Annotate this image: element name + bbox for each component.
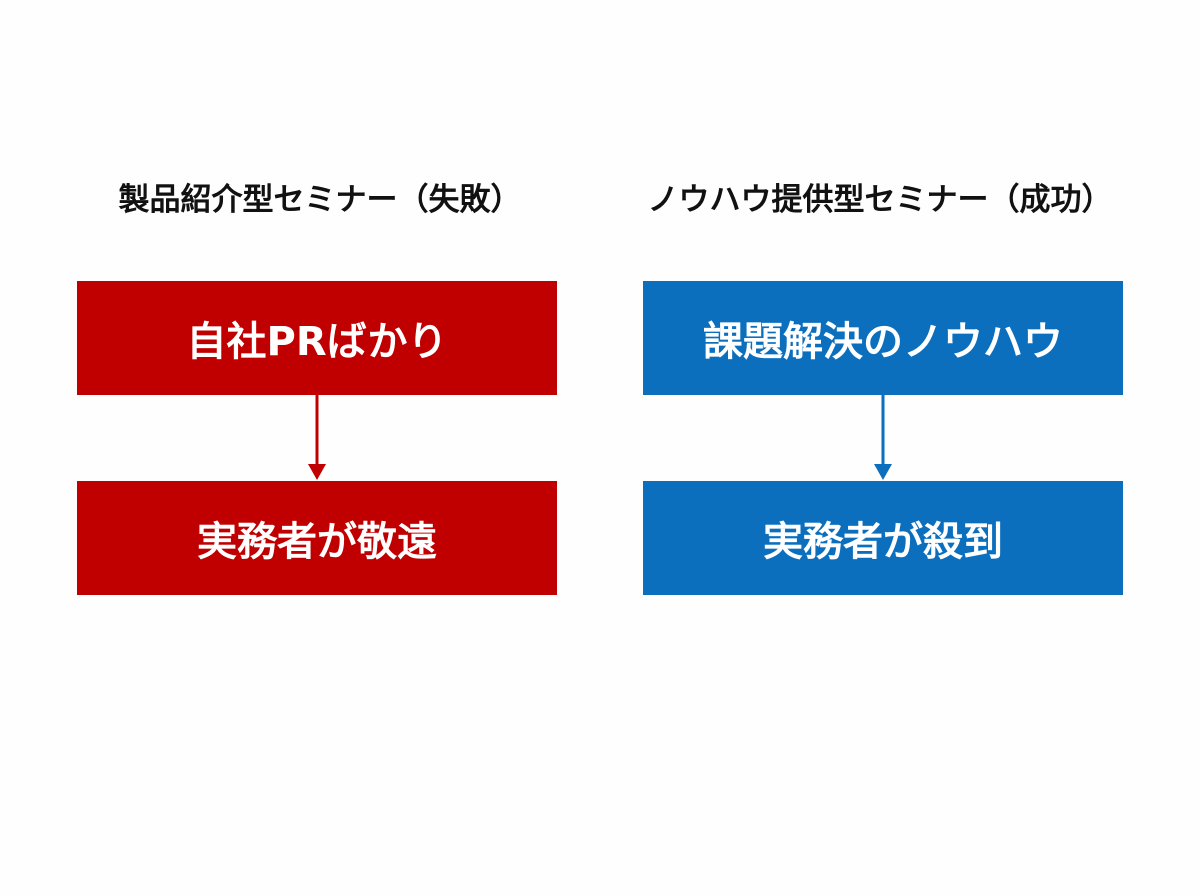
right-bottom-box: 実務者が殺到 <box>643 481 1123 595</box>
right-down-arrow <box>874 395 892 480</box>
right-top-box: 課題解決のノウハウ <box>643 281 1123 395</box>
left-bottom-box: 実務者が敬遠 <box>77 481 557 595</box>
left-top-box-label: 自社PRばかり <box>186 319 448 365</box>
left-bottom-box-label: 実務者が敬遠 <box>197 519 437 565</box>
left-down-arrow <box>308 395 326 480</box>
right-top-box-label: 課題解決のノウハウ <box>703 319 1063 365</box>
left-column-heading: 製品紹介型セミナー（失敗） <box>118 182 522 218</box>
left-top-box: 自社PRばかり <box>77 281 557 395</box>
right-column-heading: ノウハウ提供型セミナー（成功） <box>647 182 1113 218</box>
right-bottom-box-label: 実務者が殺到 <box>763 519 1003 565</box>
